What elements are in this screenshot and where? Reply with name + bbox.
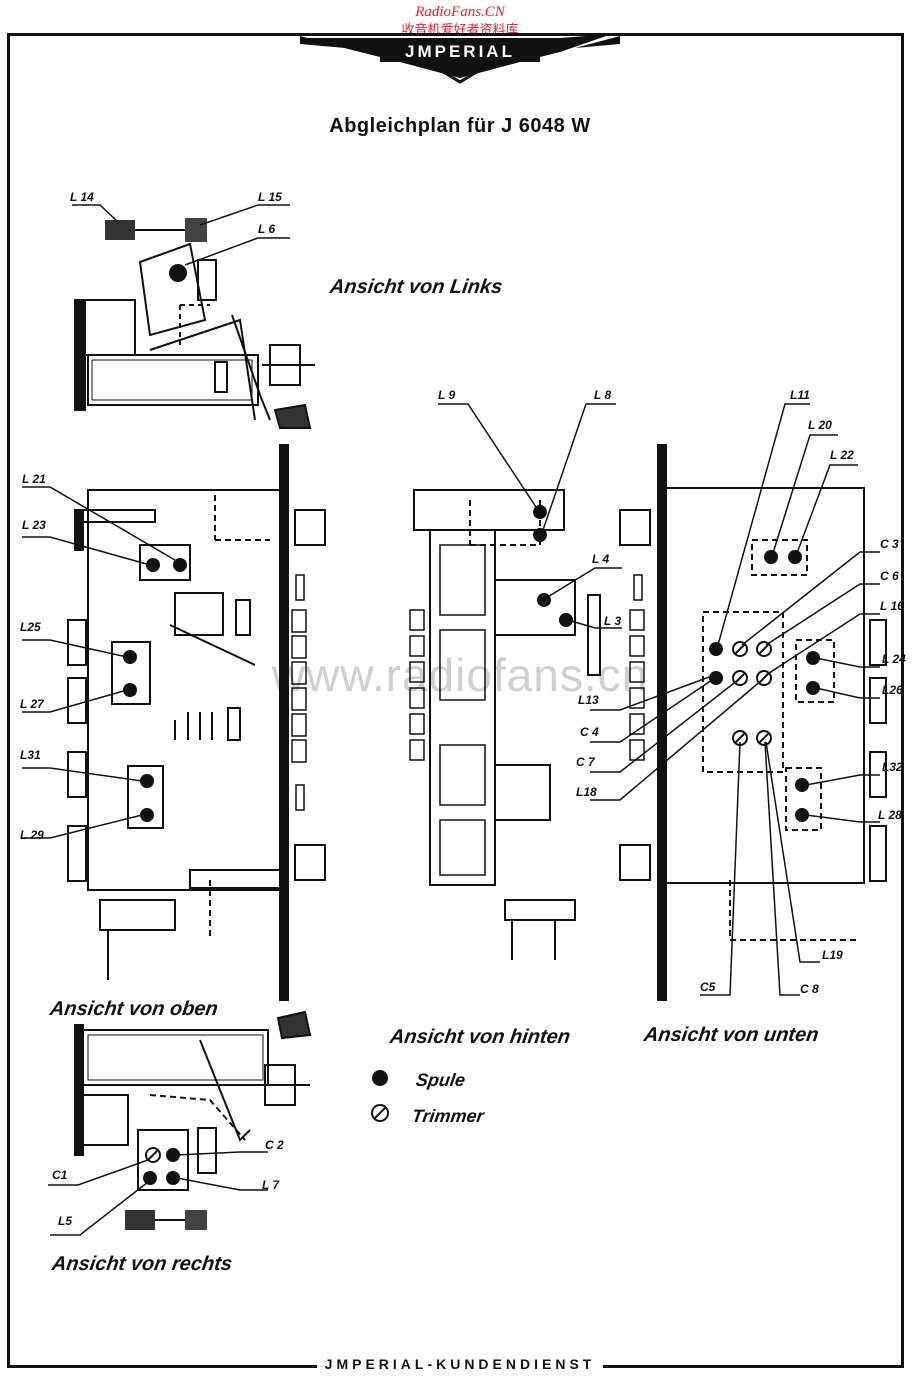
label-l5: L5 [58, 1214, 73, 1228]
label-l20: L 20 [808, 418, 832, 432]
watermark-site: RadioFans.CN [415, 4, 505, 20]
label-l8: L 8 [594, 388, 612, 402]
label-c7: C 7 [576, 755, 595, 769]
label-l16: L 16 [880, 599, 904, 613]
label-l32: L32 [882, 760, 903, 774]
legend-trimmer: Trimmer [410, 1106, 486, 1126]
view-top-drawing [67, 444, 326, 1001]
leader-lines [22, 204, 880, 1236]
logo-text: JMPERIAL [405, 42, 515, 61]
label-l18: L18 [576, 785, 597, 799]
label-l22: L 22 [830, 448, 854, 462]
label-l11: L11 [790, 388, 810, 402]
caption-view-top: Ansicht von oben [48, 998, 220, 1020]
label-c8: C 8 [800, 982, 819, 996]
imperial-logo: JMPERIAL [300, 34, 620, 84]
label-c1: C1 [52, 1168, 68, 1182]
label-l24: L 24 [882, 652, 906, 666]
caption-view-bottom: Ansicht von unten [642, 1024, 821, 1046]
label-c3: C 3 [880, 537, 899, 551]
legend-coil: Spule [414, 1070, 467, 1090]
view-back-drawing [409, 489, 601, 960]
label-l28: L 28 [878, 808, 902, 822]
label-l26: L26 [882, 683, 903, 697]
label-l25: L25 [20, 620, 41, 634]
watermark-center: www.radiofans.cn [271, 649, 649, 701]
label-l14: L 14 [70, 190, 94, 204]
label-c2: C 2 [265, 1138, 284, 1152]
label-l19: L19 [822, 948, 843, 962]
label-l3: L 3 [604, 614, 622, 628]
label-l29: L 29 [20, 828, 44, 842]
caption-view-right: Ansicht von rechts [50, 1253, 234, 1275]
label-c5: C5 [700, 980, 716, 994]
label-l6: L 6 [258, 222, 276, 236]
caption-view-back: Ansicht von hinten [388, 1026, 572, 1048]
view-right-drawing [74, 1010, 312, 1230]
coil-markers [123, 505, 820, 1185]
footer: JMPERIAL-KUNDENDIENST [0, 1356, 920, 1372]
page-title: Abgleichplan für J 6048 W [329, 115, 591, 137]
label-l7: L 7 [262, 1178, 280, 1192]
view-bottom-drawing [619, 444, 887, 1001]
label-c4: C 4 [580, 725, 599, 739]
caption-view-left: Ansicht von Links [328, 276, 504, 298]
label-l27: L 27 [20, 697, 44, 711]
label-l9: L 9 [438, 388, 456, 402]
label-l15: L 15 [258, 190, 282, 204]
label-l23: L 23 [22, 518, 46, 532]
label-l21: L 21 [22, 472, 46, 486]
label-c6: C 6 [880, 569, 899, 583]
label-l4: L 4 [592, 552, 610, 566]
label-l13: L13 [578, 693, 599, 707]
label-l31: L31 [20, 748, 41, 762]
footer-text: JMPERIAL-KUNDENDIENST [316, 1356, 604, 1372]
view-left-drawing [74, 218, 315, 429]
